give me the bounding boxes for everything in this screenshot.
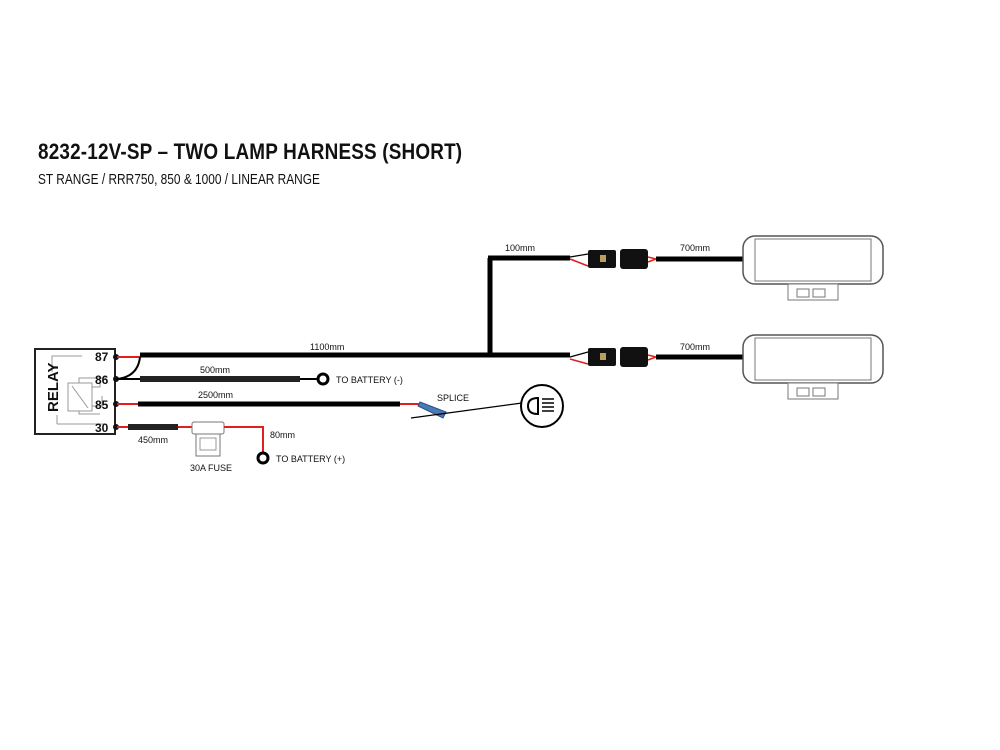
splice-label: SPLICE	[437, 393, 469, 403]
relay-label: RELAY	[45, 363, 62, 412]
switch-length-label: 2500mm	[198, 390, 233, 400]
ground-length-label: 500mm	[200, 365, 230, 375]
main-length-label: 1100mm	[310, 342, 344, 352]
to-battery-neg-label: TO BATTERY (-)	[336, 375, 403, 385]
diagram-title: 8232-12V-SP – TWO LAMP HARNESS (SHORT)	[38, 139, 463, 164]
to-battery-pos-label: TO BATTERY (+)	[276, 454, 345, 464]
connector-lower: 700mm	[569, 342, 745, 367]
branch-length-label: 100mm	[505, 243, 535, 253]
diagram-subtitle: ST RANGE / RRR750, 850 & 1000 / LINEAR R…	[38, 172, 320, 188]
fuse-lead-length-label: 80mm	[270, 430, 295, 440]
lamp2-length-label: 700mm	[680, 342, 710, 352]
connector-upper: 700mm	[569, 243, 745, 269]
ring-terminal-icon	[316, 372, 330, 386]
lamp-lower	[742, 334, 884, 400]
lamp1-length-label: 700mm	[680, 243, 710, 253]
power-length-label: 450mm	[138, 435, 168, 445]
ring-terminal-icon	[256, 451, 270, 465]
pin-30: 30	[95, 421, 109, 435]
wire-87-main: 1100mm 100mm	[117, 243, 570, 380]
wire-30-power: 450mm 30A FUSE 80mm TO BATTERY (+)	[117, 421, 345, 473]
relay: RELAY 87 86 85 30	[34, 348, 119, 435]
wire-86-ground: 500mm TO BATTERY (-)	[117, 365, 403, 386]
lamp-upper	[742, 235, 884, 301]
wire-85-switch: 2500mm SPLICE	[117, 384, 564, 428]
fuse-icon	[191, 421, 225, 457]
headlight-icon	[520, 384, 564, 428]
fuse-label: 30A FUSE	[190, 463, 232, 473]
pin-87: 87	[95, 350, 109, 364]
pin-85: 85	[95, 398, 109, 412]
pin-86: 86	[95, 373, 109, 387]
